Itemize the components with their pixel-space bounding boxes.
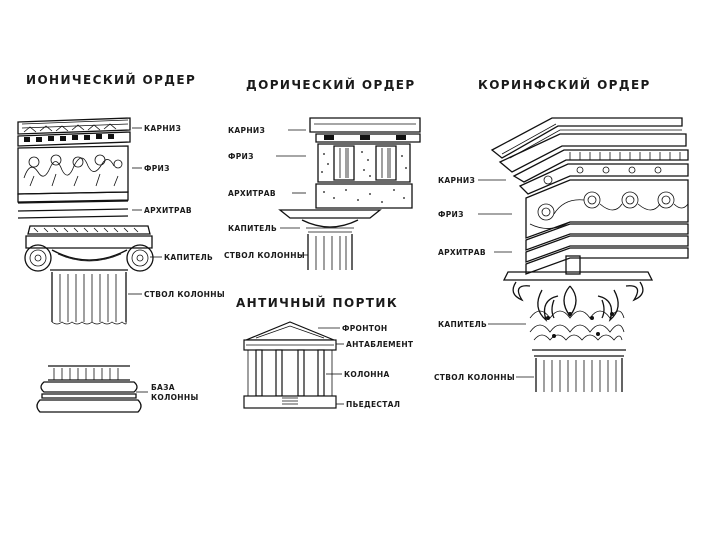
ionic-capital (25, 226, 153, 271)
portico-pedestal (244, 396, 336, 408)
doric-architrave (316, 184, 412, 208)
ionic-label-frieze: ФРИЗ (144, 164, 170, 173)
corinthian-label-shaft: СТВОЛ КОЛОННЫ (434, 373, 515, 382)
portico-label-pedestal: ПЬЕДЕСТАЛ (346, 400, 400, 409)
doric-label-capital: КАПИТЕЛЬ (228, 224, 277, 233)
portico-entablature (244, 340, 336, 350)
ionic-label-architrave: АРХИТРАВ (144, 206, 192, 215)
portico-label-pediment: ФРОНТОН (342, 324, 387, 333)
corinthian-order-panel: КОРИНФСКИЙ ОРДЕР (430, 0, 720, 540)
ionic-shaft (52, 272, 126, 324)
corinthian-label-capital: КАПИТЕЛЬ (438, 320, 487, 329)
ionic-order-panel: ИОНИЧЕСКИЙ ОРДЕР (0, 0, 240, 540)
ionic-label-cornice: КАРНИЗ (144, 124, 181, 133)
portico-label-column: КОЛОННА (344, 370, 390, 379)
ionic-order-drawing (0, 0, 240, 540)
portico-label-entablature: АНТАБЛЕМЕНТ (346, 340, 413, 349)
corinthian-cornice (492, 118, 688, 194)
ionic-label-base-line1: БАЗА (151, 383, 175, 392)
ionic-frieze (18, 146, 128, 202)
corinthian-frieze (526, 180, 688, 238)
ionic-base (37, 366, 141, 412)
doric-label-shaft: СТВОЛ КОЛОННЫ (224, 251, 305, 260)
ionic-label-capital: КАПИТЕЛЬ (164, 253, 213, 262)
corinthian-label-architrave: АРХИТРАВ (438, 248, 486, 257)
doric-order-drawing (220, 0, 430, 290)
doric-shaft (308, 234, 352, 270)
ionic-cornice (18, 118, 130, 146)
doric-frieze (318, 144, 410, 182)
doric-order-panel: ДОРИЧЕСКИЙ ОРДЕР (220, 0, 430, 290)
corinthian-label-frieze: ФРИЗ (438, 210, 464, 219)
doric-label-architrave: АРХИТРАВ (228, 189, 276, 198)
corinthian-shaft (536, 358, 622, 392)
ionic-label-shaft: СТВОЛ КОЛОННЫ (144, 290, 225, 299)
ionic-architrave (18, 201, 128, 218)
corinthian-label-cornice: КАРНИЗ (438, 176, 475, 185)
ionic-label-base-line2: КОЛОННЫ (151, 393, 199, 402)
doric-label-frieze: ФРИЗ (228, 152, 254, 161)
doric-cornice (310, 118, 420, 142)
doric-capital (280, 210, 380, 232)
portico-pediment (246, 322, 334, 340)
doric-label-cornice: КАРНИЗ (228, 126, 265, 135)
corinthian-architrave (526, 224, 688, 274)
portico-columns (248, 350, 332, 396)
corinthian-order-drawing (430, 0, 720, 540)
portico-panel: АНТИЧНЫЙ ПОРТИК ФРОНТОН АНТАБЛЕМЕНТ КОЛО… (230, 290, 430, 420)
